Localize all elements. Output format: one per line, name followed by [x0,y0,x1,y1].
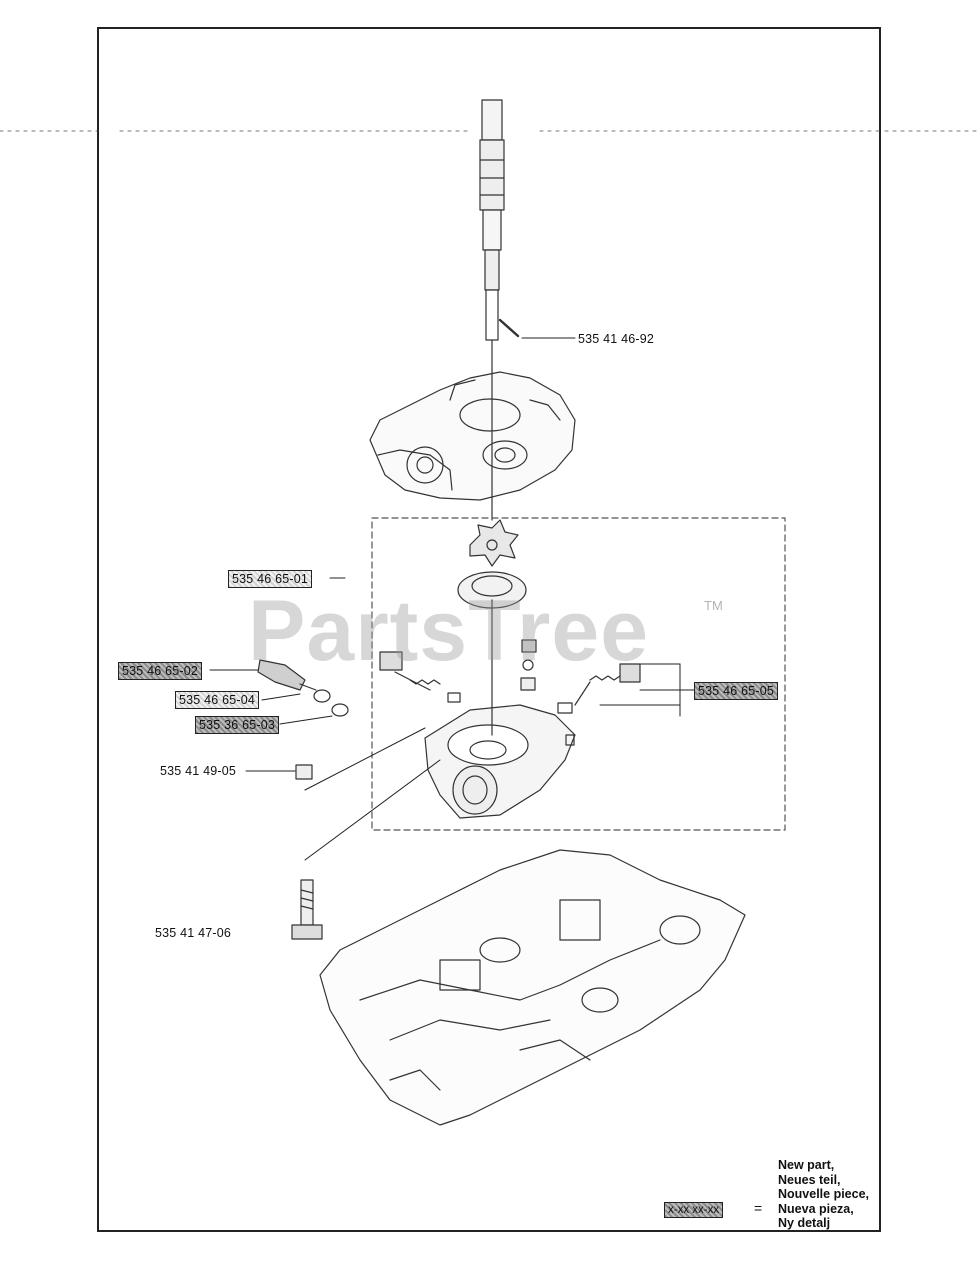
watermark-trademark: TM [704,598,723,613]
lower-casing [319,849,746,1126]
legend-line: Neues teil, [778,1172,841,1187]
legend-key-swatch: x-xx xx-xx [664,1202,724,1218]
legend-equals: = [754,1200,763,1216]
o-rings [313,689,349,717]
watermark-brand: PartsTree [248,583,650,679]
legend-line: Ny detalj [778,1216,831,1231]
small-parts [520,639,575,746]
part-label-535-46-65-02[interactable]: 535 46 65-02 [118,662,203,680]
upper-housing [369,339,576,521]
part-label-535-41-46-92[interactable]: 535 41 46-92 [578,332,655,346]
valve-plug-right [557,663,641,714]
legend-line: Nouvelle piece, [778,1187,870,1202]
diagram-frame [97,27,881,1232]
part-label-535-41-49-05[interactable]: 535 41 49-05 [160,764,237,778]
valve-plug-left [379,651,461,703]
legend-line: Nueva pieza, [778,1201,854,1216]
leader-lines [209,337,695,861]
bolt [291,879,323,940]
dowel-pin [295,764,313,780]
inner-rotor [469,519,519,567]
part-label-535-46-65-04[interactable]: 535 46 65-04 [175,691,260,709]
pump-body [424,599,576,819]
part-label-535-46-65-01[interactable]: 535 46 65-01 [228,570,313,588]
part-label-535-36-65-03[interactable]: 535 36 65-03 [195,716,280,734]
fitting-plug [257,659,317,691]
part-label-535-41-47-06[interactable]: 535 41 47-06 [155,926,232,940]
pump-assembly-box [371,517,786,831]
pin-part [498,318,520,338]
part-label-535-46-65-05[interactable]: 535 46 65-05 [694,682,779,700]
legend-line: New part, [778,1158,835,1172]
shaft [479,99,505,341]
legend-text: New part, Neues teil, Nouvelle piece, Nu… [778,1158,869,1231]
